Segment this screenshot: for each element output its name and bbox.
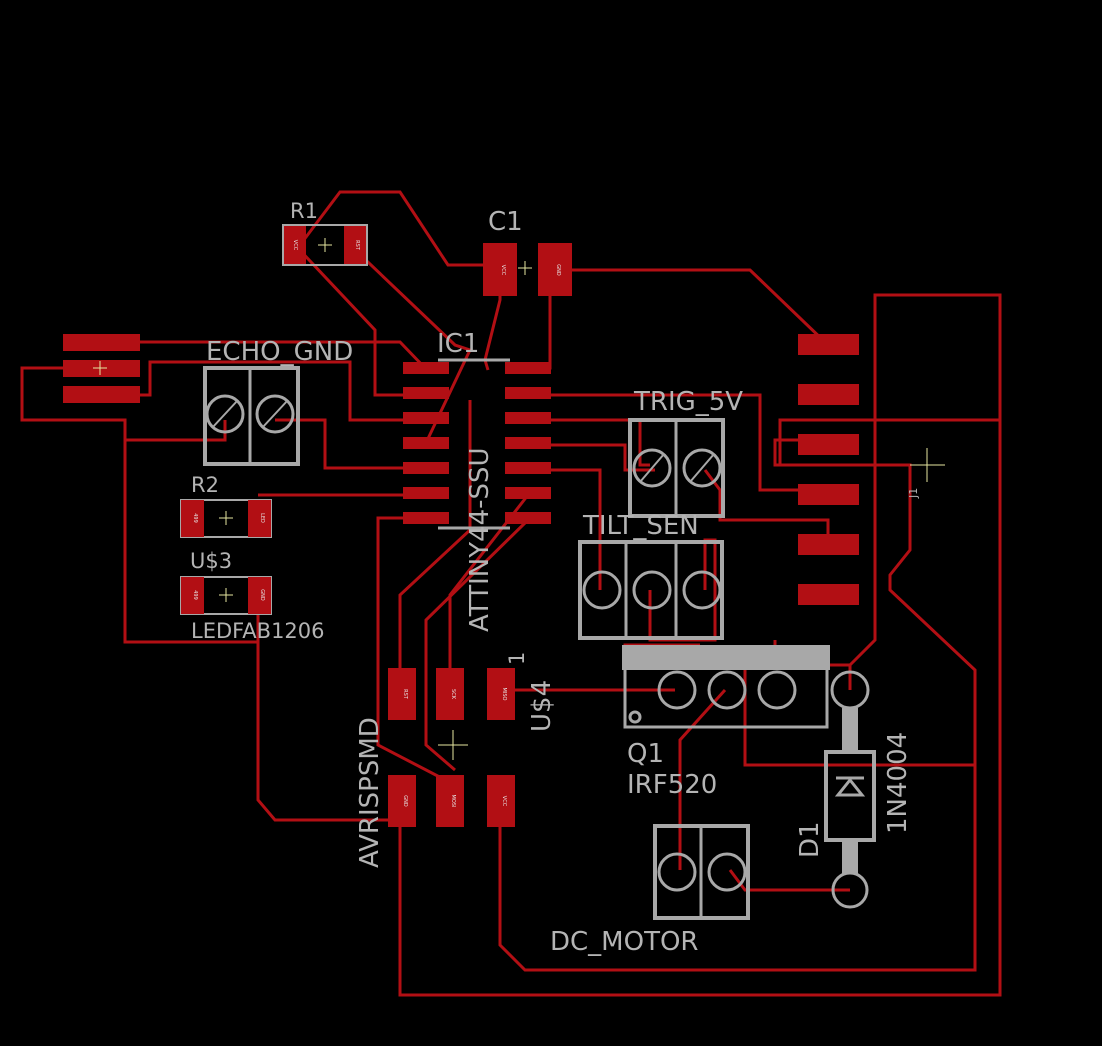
label-avrispsmd: AVRISPSMD	[355, 717, 385, 868]
label-echo-gnd: ECHO_GND	[206, 337, 353, 367]
isp-pad-4	[436, 775, 464, 827]
tilt-sen-connector	[578, 540, 724, 640]
label-us3: U$3	[190, 549, 232, 573]
pad-labels: VCC RST VCC GND 499 LED 499 GND RST SCK …	[192, 240, 561, 808]
isp-pad4-label: MOSI	[450, 795, 456, 808]
trace-ic-j1-1	[528, 393, 828, 492]
label-us4: U$4	[527, 680, 557, 732]
traces	[20, 190, 1002, 997]
isp-pad-2	[487, 775, 515, 827]
label-isp-pin1: 1	[505, 652, 529, 665]
label-ic1: IC1	[437, 329, 479, 359]
us3-pad2-label: GND	[259, 589, 265, 601]
pads	[63, 224, 859, 827]
r1-pad2-label: RST	[354, 240, 360, 251]
label-q1: Q1	[627, 739, 664, 769]
dc-motor-connector	[653, 824, 750, 920]
header-pad-1	[63, 334, 140, 351]
label-d1: D1	[795, 821, 825, 858]
r2-pad2-label: LED	[259, 513, 265, 523]
ic1-right-pads	[505, 362, 551, 524]
c1-pad1-label: VCC	[500, 265, 506, 276]
silkscreen	[203, 358, 876, 920]
trace-j1-gnd-loop	[778, 418, 1000, 465]
trace-r1-ic	[293, 243, 425, 397]
us3-pad1-label: 499	[192, 590, 198, 600]
isp-pad-3	[436, 668, 464, 720]
trace-hdr-3	[100, 360, 425, 422]
trace-ic-trig2	[528, 443, 655, 472]
label-j1: J1	[907, 488, 920, 499]
c1-pad2-label: GND	[555, 264, 561, 276]
trace-tilt-out	[648, 538, 717, 642]
label-r1: R1	[290, 199, 318, 223]
d1-diode	[824, 708, 876, 909]
trace-ic-tilt	[528, 468, 602, 590]
isp-pad-6	[388, 775, 416, 827]
label-r2: R2	[191, 473, 219, 497]
isp-pad-5	[388, 668, 416, 720]
c1-pad-2	[538, 243, 572, 296]
label-dc-motor: DC_MOTOR	[550, 927, 698, 957]
isp-pad-1	[487, 668, 515, 720]
trace-j1-right	[398, 293, 1002, 997]
label-irf520: IRF520	[627, 770, 717, 800]
r1-pad-1	[283, 225, 306, 265]
trace-c1-gnd	[555, 268, 830, 347]
r1-pad1-label: VCC	[292, 240, 298, 251]
label-c1: C1	[488, 207, 523, 237]
trace-hdr-1	[100, 340, 427, 370]
trace-trig-out	[703, 469, 830, 540]
component-labels: R1 C1 IC1 ECHO_GND TRIG_5V TILT_SEN R2 U…	[190, 199, 920, 957]
isp-pad3-label: SCK	[450, 689, 456, 700]
r2-pad1-label: 499	[192, 513, 198, 523]
trace-led-gnd	[256, 600, 400, 822]
isp-pad6-label: GND	[402, 795, 408, 807]
trace-gnd-ic	[528, 290, 552, 370]
trace-hdr-2	[20, 366, 258, 644]
us3-pad-1	[181, 577, 204, 614]
q1-mosfet	[622, 645, 870, 729]
trace-ic-trig	[528, 418, 650, 467]
trace-q1-to-j1	[848, 345, 877, 667]
header-pad-3	[63, 386, 140, 403]
r2-pad-1	[181, 500, 204, 537]
trace-ic-isp-5	[398, 400, 472, 695]
trace-j1-5v	[498, 438, 977, 972]
trace-diode-motor	[728, 869, 850, 892]
isp-pad5-label: RST	[402, 689, 408, 700]
label-tilt-sen: TILT_SEN	[582, 511, 699, 541]
j1-pads	[798, 334, 859, 605]
c1-pad-1	[483, 243, 517, 296]
trace-vcc-top	[298, 190, 500, 267]
r1-pad-2	[344, 225, 367, 265]
label-attiny: ATTINY44-SSU	[465, 447, 495, 632]
label-ledfab: LEDFAB1206	[191, 619, 325, 643]
origin-markers	[93, 238, 945, 760]
isp-pad1-label: MISO	[501, 688, 507, 701]
isp-pad2-label: VCC	[501, 796, 507, 807]
trace-ic-isp-rst	[376, 516, 456, 787]
trace-echo-1	[125, 420, 227, 442]
label-1n4004: 1N4004	[883, 732, 913, 834]
us3-pad-2	[248, 577, 271, 614]
label-trig-5v: TRIG_5V	[633, 387, 743, 417]
ic1-left-pads	[403, 362, 449, 524]
trig-5v-connector	[628, 418, 725, 518]
echo-gnd-connector	[203, 366, 300, 466]
r2-pad-2	[248, 500, 271, 537]
trace-ic-miso	[424, 518, 530, 772]
